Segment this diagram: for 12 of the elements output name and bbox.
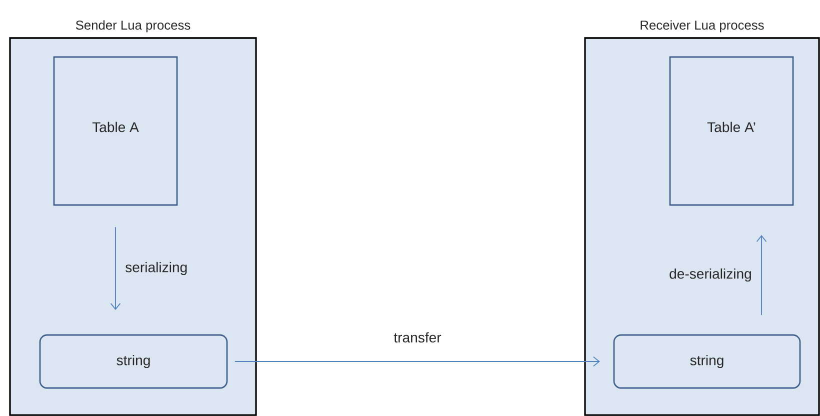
arrow — [110, 226, 121, 310]
node-label: Receiver Lua process — [640, 20, 764, 32]
arrow — [234, 356, 600, 367]
string-box: string — [613, 334, 801, 389]
edge-label: de-serializing — [670, 268, 751, 282]
table-box: Table A — [53, 56, 178, 206]
edge-label: transfer — [394, 332, 442, 343]
node-label: Sender Lua process — [76, 20, 190, 32]
edge-label: serializing — [126, 262, 187, 276]
table-box: Table A’ — [669, 56, 794, 206]
arrow — [756, 235, 767, 316]
string-box: string — [39, 334, 228, 389]
